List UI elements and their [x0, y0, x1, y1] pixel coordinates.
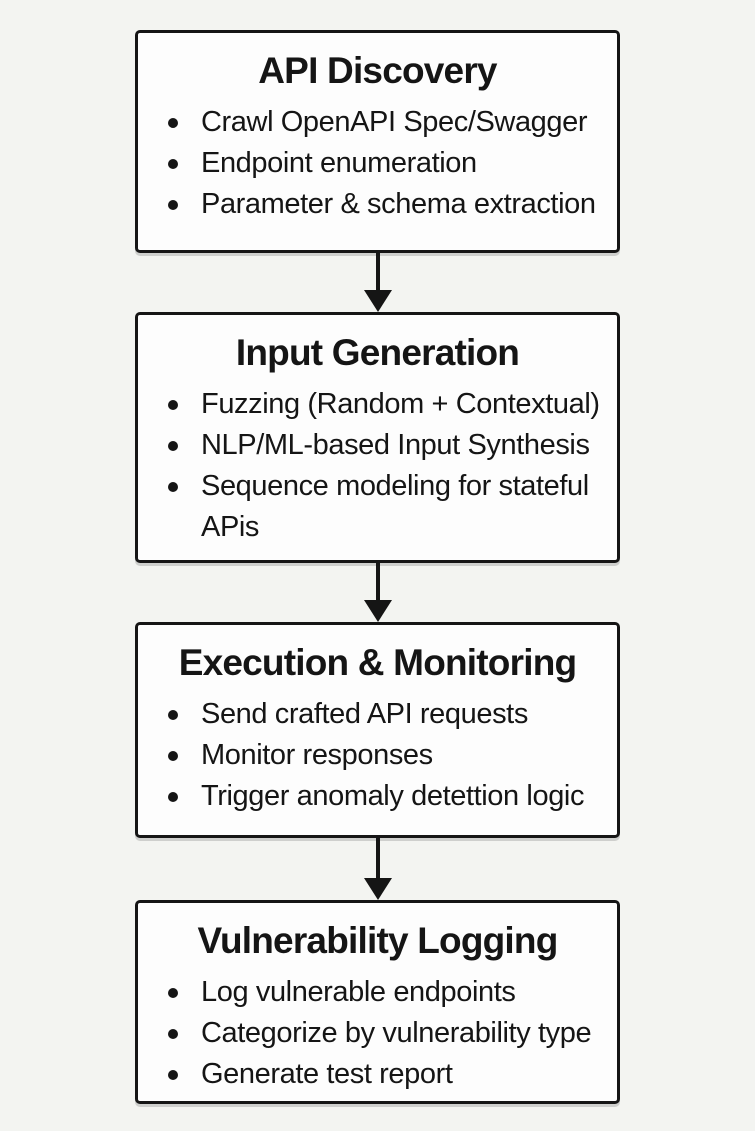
bullet-dot	[168, 200, 178, 210]
bullet-text: Fuzzing (Random + Contextual)	[201, 388, 600, 420]
box-title: Execution & Monitoring	[178, 642, 577, 683]
arrow-stem	[375, 838, 380, 878]
bullet-dot	[168, 159, 178, 169]
bullet-text: Send crafted API requests	[201, 698, 528, 730]
arrow-down-icon	[363, 600, 392, 622]
flow-box-execution-monitoring: Execution & Monitoring Send crafted API …	[135, 622, 620, 838]
bullet-dot	[168, 118, 178, 128]
bullet-text: Parameter & schema extraction	[201, 188, 596, 220]
bullet-item: Categorize by vulnerability type	[168, 1013, 609, 1054]
connector-arrow-2	[135, 563, 620, 622]
bullet-dot	[168, 1070, 178, 1080]
bullet-text: Sequence modeling for stateful APis	[201, 470, 589, 543]
bullet-text: NLP/ML-based Input Synthesis	[201, 429, 590, 461]
bullet-text: Monitor responses	[201, 739, 433, 771]
box-title: API Discovery	[258, 50, 497, 91]
bullet-dot	[168, 988, 178, 998]
bullet-dot	[168, 482, 178, 492]
bullet-dot	[168, 751, 178, 761]
bullet-item: Crawl OpenAPI Spec/Swagger	[168, 102, 609, 143]
bullet-text: Log vulnerable endpoints	[201, 976, 516, 1008]
arrow-stem	[375, 253, 380, 290]
bullet-dot	[168, 1029, 178, 1039]
bullet-dot	[168, 792, 178, 802]
box-bullet-list: Log vulnerable endpoints Categorize by v…	[146, 972, 609, 1095]
connector-arrow-3	[135, 838, 620, 900]
box-title: Input Generation	[235, 332, 520, 373]
bullet-item: Fuzzing (Random + Contextual)	[168, 384, 609, 425]
box-bullet-list: Crawl OpenAPI Spec/Swagger Endpoint enum…	[146, 102, 609, 225]
bullet-item: Generate test report	[168, 1054, 609, 1095]
flow-box-input-generation: Input Generation Fuzzing (Random + Conte…	[135, 312, 620, 563]
box-bullet-list: Send crafted API requests Monitor respon…	[146, 694, 609, 817]
bullet-text: Crawl OpenAPI Spec/Swagger	[201, 106, 588, 138]
bullet-item: Monitor responses	[168, 735, 609, 776]
arrow-down-icon	[363, 878, 392, 900]
bullet-dot	[168, 441, 178, 451]
bullet-text: Categorize by vulnerability type	[201, 1017, 592, 1049]
bullet-item: Parameter & schema extraction	[168, 184, 609, 225]
bullet-text: Endpoint enumeration	[201, 147, 477, 179]
bullet-item: Sequence modeling for stateful APis	[168, 466, 609, 548]
arrow-stem	[375, 563, 380, 600]
bullet-text: Generate test report	[201, 1058, 453, 1090]
bullet-text: Trigger anomaly detettion logic	[201, 780, 585, 812]
box-title: Vulnerability Logging	[197, 920, 558, 961]
flow-box-vulnerability-logging: Vulnerability Logging Log vulnerable end…	[135, 900, 620, 1104]
bullet-dot	[168, 710, 178, 720]
bullet-item: Trigger anomaly detettion logic	[168, 776, 609, 817]
connector-arrow-1	[135, 253, 620, 312]
arrow-down-icon	[363, 290, 392, 312]
bullet-item: Endpoint enumeration	[168, 143, 609, 184]
bullet-item: Log vulnerable endpoints	[168, 972, 609, 1013]
box-bullet-list: Fuzzing (Random + Contextual) NLP/ML-bas…	[146, 384, 609, 548]
flow-box-api-discovery: API Discovery Crawl OpenAPI Spec/Swagger…	[135, 30, 620, 253]
bullet-dot	[168, 400, 178, 410]
bullet-item: Send crafted API requests	[168, 694, 609, 735]
bullet-item: NLP/ML-based Input Synthesis	[168, 425, 609, 466]
